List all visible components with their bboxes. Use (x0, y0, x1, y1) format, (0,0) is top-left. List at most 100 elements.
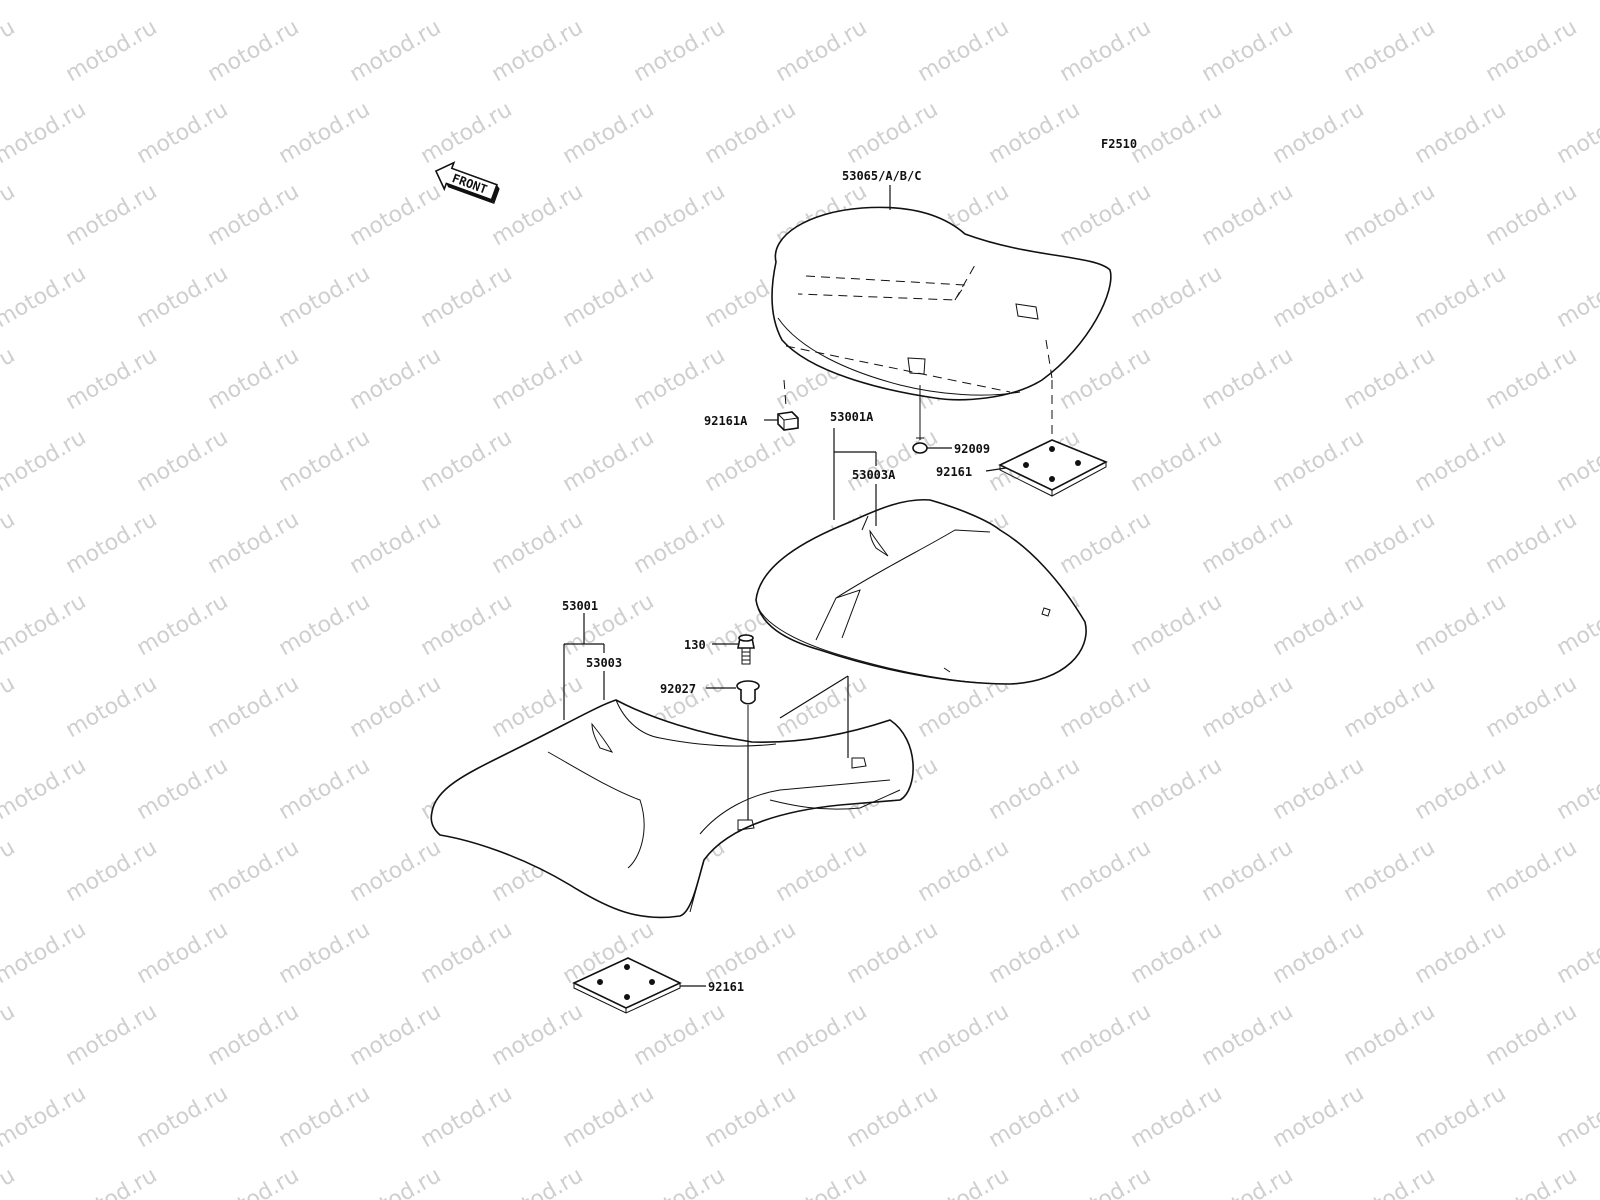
watermark-text: motod.ru (985, 917, 1085, 989)
watermark-text: motod.ru (1269, 425, 1369, 497)
watermark-text: motod.ru (772, 835, 872, 907)
watermark-text: motod.ru (1198, 999, 1298, 1071)
watermark-text: motod.ru (275, 917, 375, 989)
watermark-text: motod.ru (0, 1081, 90, 1153)
watermark-text: motod.ru (133, 97, 233, 169)
watermark-text: motod.ru (772, 1163, 872, 1200)
watermark-text: motod.ru (1411, 261, 1511, 333)
watermark-text: motod.ru (1411, 753, 1511, 825)
watermark-text: motod.ru (630, 343, 730, 415)
watermark-text: motod.ru (559, 1081, 659, 1153)
watermark-text: motod.ru (701, 0, 801, 5)
watermark-text: motod.ru (1411, 0, 1511, 5)
watermark-text: motod.ru (1127, 425, 1227, 497)
watermark-text: motod.ru (0, 835, 19, 907)
watermark-text: motod.ru (417, 0, 517, 5)
part-label-53065[interactable]: 53065/A/B/C (842, 169, 921, 183)
part-label-53003a[interactable]: 53003A (852, 468, 896, 482)
watermark-text: motod.ru (1198, 1163, 1298, 1200)
watermark-text: motod.ru (1340, 1163, 1440, 1200)
watermark-text: motod.ru (488, 179, 588, 251)
watermark-text: motod.ru (417, 1081, 517, 1153)
part-label-53001a[interactable]: 53001A (830, 410, 874, 424)
watermark-text: motod.ru (914, 15, 1014, 87)
watermark-text: motod.ru (346, 15, 446, 87)
watermark-text: motod.ru (417, 261, 517, 333)
part-label-53001[interactable]: 53001 (562, 599, 598, 613)
watermark-text: motod.ru (488, 15, 588, 87)
watermark-text: motod.ru (204, 179, 304, 251)
watermark-text: motod.ru (204, 15, 304, 87)
part-label-130[interactable]: 130 (684, 638, 706, 652)
watermark-text: motod.ru (1340, 999, 1440, 1071)
watermark-text: motod.ru (1340, 179, 1440, 251)
watermark-text: motod.ru (204, 1163, 304, 1200)
damper-plate-top-drawing (998, 380, 1108, 497)
watermark-text: motod.ru (346, 179, 446, 251)
watermark-text: motod.ru (1411, 917, 1511, 989)
watermark-text: motod.ru (1482, 1163, 1582, 1200)
watermark-text: motod.ru (1056, 999, 1156, 1071)
watermark-text: motod.ru (843, 425, 943, 497)
watermark-text: motod.ru (275, 1081, 375, 1153)
watermark-text: motod.ru (1411, 97, 1511, 169)
collar-92027-drawing (736, 680, 760, 740)
watermark-text: motod.ru (133, 261, 233, 333)
watermark-text: motod.ru (133, 425, 233, 497)
watermark-text: motod.ru (275, 97, 375, 169)
watermark-text: motod.ru (914, 999, 1014, 1071)
watermark-text: motod.ru (275, 425, 375, 497)
watermark-text: motod.ru (0, 0, 90, 5)
watermark-text: motod.ru (0, 917, 90, 989)
watermark-text: motod.ru (204, 835, 304, 907)
watermark-text: motod.ru (204, 507, 304, 579)
watermark-text: motod.ru (843, 1081, 943, 1153)
watermark-text: motod.ru (62, 835, 162, 907)
watermark-text: motod.ru (0, 15, 19, 87)
watermark-text: motod.ru (1198, 15, 1298, 87)
watermark-text: motod.ru (701, 917, 801, 989)
watermark-text: motod.ru (1127, 1081, 1227, 1153)
watermark-text: motod.ru (1127, 589, 1227, 661)
watermark-text: motod.ru (1269, 1081, 1369, 1153)
watermark-text: motod.ru (843, 917, 943, 989)
watermark-text: motod.ru (1340, 671, 1440, 743)
watermark-text: motod.ru (133, 589, 233, 661)
watermark-text: motod.ru (1411, 589, 1511, 661)
watermark-text: motod.ru (985, 753, 1085, 825)
watermark-text: motod.ru (0, 1163, 19, 1200)
watermark-text: motod.ru (843, 0, 943, 5)
watermark-text: motod.ru (772, 999, 872, 1071)
part-label-92161a[interactable]: 92161A (704, 414, 748, 428)
watermark-text: motod.ru (1198, 671, 1298, 743)
watermark-text: motod.ru (62, 343, 162, 415)
watermark-text: motod.ru (1269, 589, 1369, 661)
watermark-text: motod.ru (1056, 835, 1156, 907)
watermark-text: motod.ru (559, 261, 659, 333)
watermark-text: motod.ru (1056, 15, 1156, 87)
watermark-text: motod.ru (1127, 261, 1227, 333)
watermark-text: motod.ru (133, 0, 233, 5)
watermark-text: motod.ru (1127, 753, 1227, 825)
watermark-text: motod.ru (0, 999, 19, 1071)
damper-plate-bottom-drawing (572, 957, 682, 1014)
watermark-text: motod.ru (133, 1081, 233, 1153)
part-label-92161-top[interactable]: 92161 (936, 465, 972, 479)
part-label-92027[interactable]: 92027 (660, 682, 696, 696)
part-label-92009[interactable]: 92009 (954, 442, 990, 456)
watermark-text: motod.ru (275, 753, 375, 825)
watermark-text: motod.ru (62, 671, 162, 743)
part-label-92161-bottom[interactable]: 92161 (708, 980, 744, 994)
watermark-text: motod.ru (630, 999, 730, 1071)
watermark-text: motod.ru (1056, 507, 1156, 579)
watermark-text: motod.ru (275, 589, 375, 661)
watermark-text: motod.ru (62, 1163, 162, 1200)
watermark-text: motod.ru (1482, 179, 1582, 251)
watermark-text: motod.ru (985, 1081, 1085, 1153)
watermark-text: motod.ru (1056, 179, 1156, 251)
watermark-text: motod.ru (0, 671, 19, 743)
watermark-text: motod.ru (1553, 589, 1600, 661)
watermark-text: motod.ru (1553, 425, 1600, 497)
part-label-53003[interactable]: 53003 (586, 656, 622, 670)
